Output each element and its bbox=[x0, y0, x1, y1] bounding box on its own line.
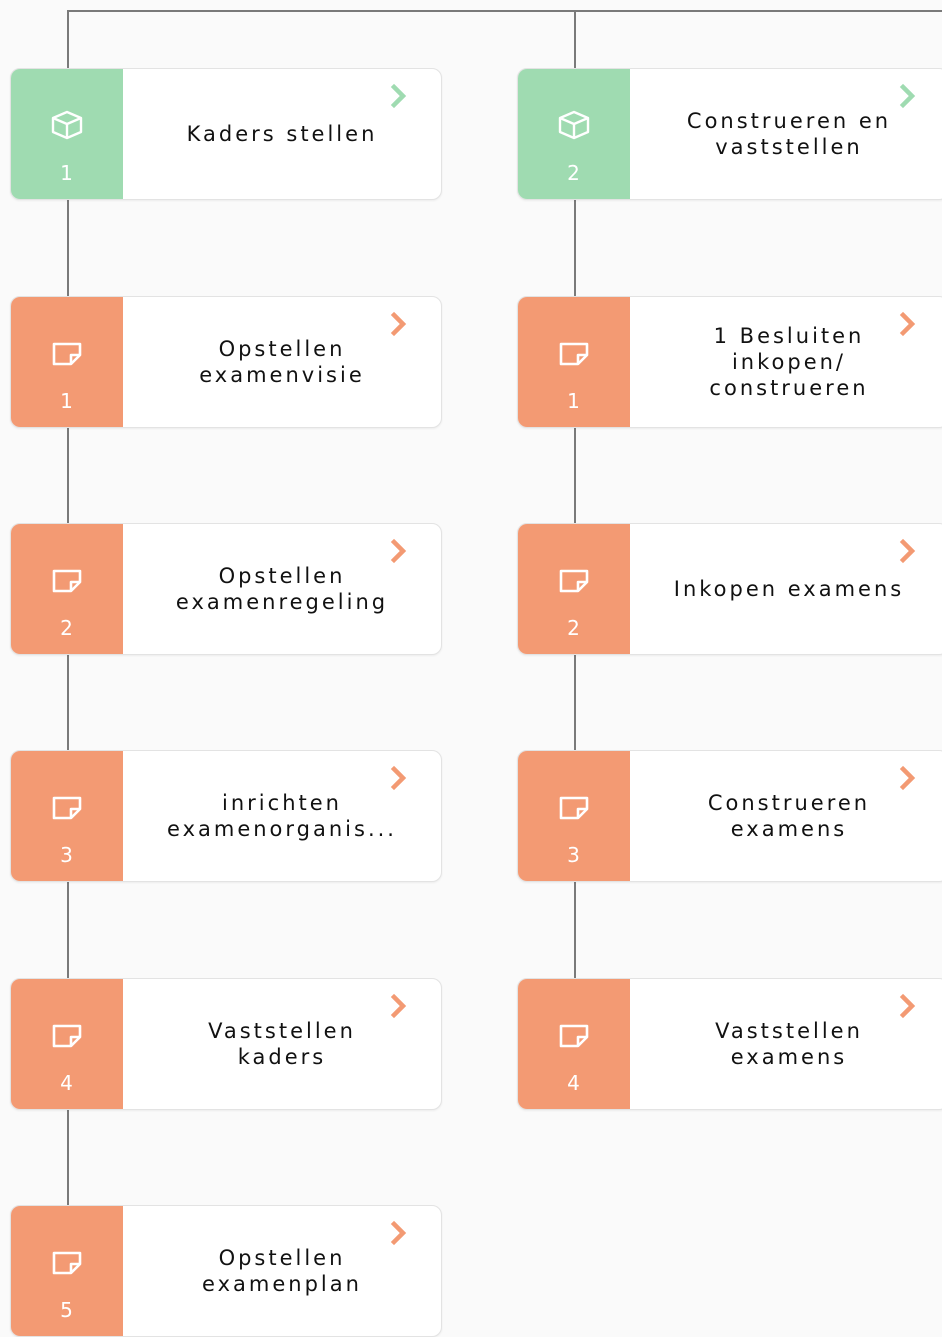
phase-1-step-4-card[interactable]: 4 Vaststellen kaders bbox=[10, 978, 442, 1110]
phase-1-step-3-badge: 3 bbox=[11, 751, 123, 881]
phase-2-step-2-title: Inkopen examens bbox=[673, 577, 905, 601]
phase-1-step-2-title: Opstellen examenregeling bbox=[175, 564, 389, 614]
phase-1-step-1-card[interactable]: 1 Opstellen examenvisie bbox=[10, 296, 442, 428]
phase-1-step-2-number: 2 bbox=[60, 616, 74, 640]
phase-1-title: Kaders stellen bbox=[186, 122, 378, 146]
phase-2-step-2-badge: 2 bbox=[518, 524, 630, 654]
chevron-right-icon[interactable] bbox=[386, 1220, 412, 1246]
phase-1-step-5-number: 5 bbox=[60, 1298, 74, 1322]
chevron-right-icon[interactable] bbox=[386, 538, 412, 564]
phase-2-number: 2 bbox=[567, 161, 581, 185]
phase-2-step-2-number: 2 bbox=[567, 616, 581, 640]
chevron-right-icon[interactable] bbox=[895, 538, 921, 564]
phase-2-step-2-card[interactable]: 2 Inkopen examens bbox=[517, 523, 942, 655]
phase-1-step-4-badge: 4 bbox=[11, 979, 123, 1109]
chevron-right-icon[interactable] bbox=[386, 993, 412, 1019]
phase-2-step-3-card[interactable]: 3 Construeren examens bbox=[517, 750, 942, 882]
phase-1-step-2-card[interactable]: 2 Opstellen examenregeling bbox=[10, 523, 442, 655]
phase-1-badge: 1 bbox=[11, 69, 123, 199]
top-connector bbox=[68, 10, 942, 12]
phase-2-step-1-title: 1 Besluiten inkopen/ construeren bbox=[709, 324, 869, 400]
note-icon bbox=[557, 564, 591, 596]
chevron-right-icon[interactable] bbox=[895, 765, 921, 791]
phase-1-step-5-title: Opstellen examenplan bbox=[202, 1246, 362, 1296]
chevron-right-icon[interactable] bbox=[386, 765, 412, 791]
phase-2-step-4-title: Vaststellen examens bbox=[715, 1019, 863, 1069]
phase-1-step-1-badge: 1 bbox=[11, 297, 123, 427]
phase-2-step-4-badge: 4 bbox=[518, 979, 630, 1109]
phase-1-step-1-number: 1 bbox=[60, 389, 74, 413]
phase-1-step-3-number: 3 bbox=[60, 843, 74, 867]
phase-2-step-1-badge: 1 bbox=[518, 297, 630, 427]
phase-2-badge: 2 bbox=[518, 69, 630, 199]
note-icon bbox=[50, 1019, 84, 1051]
phase-1-number: 1 bbox=[60, 161, 74, 185]
phase-2-step-3-title: Construeren examens bbox=[707, 791, 871, 841]
phase-1-step-5-badge: 5 bbox=[11, 1206, 123, 1336]
phase-2-step-1-card[interactable]: 1 1 Besluiten inkopen/ construeren bbox=[517, 296, 942, 428]
note-icon bbox=[557, 791, 591, 823]
note-icon bbox=[50, 564, 84, 596]
note-icon bbox=[50, 791, 84, 823]
phase-2-step-3-number: 3 bbox=[567, 843, 581, 867]
phase-1-card[interactable]: 1 Kaders stellen bbox=[10, 68, 442, 200]
phase-2-card[interactable]: 2 Construeren en vaststellen bbox=[517, 68, 942, 200]
phase-1-step-1-title: Opstellen examenvisie bbox=[199, 337, 365, 387]
phase-2-step-1-number: 1 bbox=[567, 389, 581, 413]
cube-icon bbox=[557, 109, 591, 141]
cube-icon bbox=[50, 109, 84, 141]
phase-1-step-3-card[interactable]: 3 inrichten examenorganis... bbox=[10, 750, 442, 882]
phase-1-step-3-title: inrichten examenorganis... bbox=[167, 791, 397, 841]
phase-2-step-4-number: 4 bbox=[567, 1071, 581, 1095]
note-icon bbox=[557, 1019, 591, 1051]
phase-1-step-2-badge: 2 bbox=[11, 524, 123, 654]
chevron-right-icon[interactable] bbox=[895, 83, 921, 109]
note-icon bbox=[50, 1246, 84, 1278]
chevron-right-icon[interactable] bbox=[895, 311, 921, 337]
chevron-right-icon[interactable] bbox=[386, 83, 412, 109]
phase-2-step-3-badge: 3 bbox=[518, 751, 630, 881]
phase-2-title: Construeren en vaststellen bbox=[686, 109, 892, 159]
phase-1-step-4-title: Vaststellen kaders bbox=[208, 1019, 356, 1069]
phase-1-step-4-number: 4 bbox=[60, 1071, 74, 1095]
chevron-right-icon[interactable] bbox=[895, 993, 921, 1019]
note-icon bbox=[50, 337, 84, 369]
chevron-right-icon[interactable] bbox=[386, 311, 412, 337]
phase-2-step-4-card[interactable]: 4 Vaststellen examens bbox=[517, 978, 942, 1110]
phase-1-step-5-card[interactable]: 5 Opstellen examenplan bbox=[10, 1205, 442, 1337]
note-icon bbox=[557, 337, 591, 369]
